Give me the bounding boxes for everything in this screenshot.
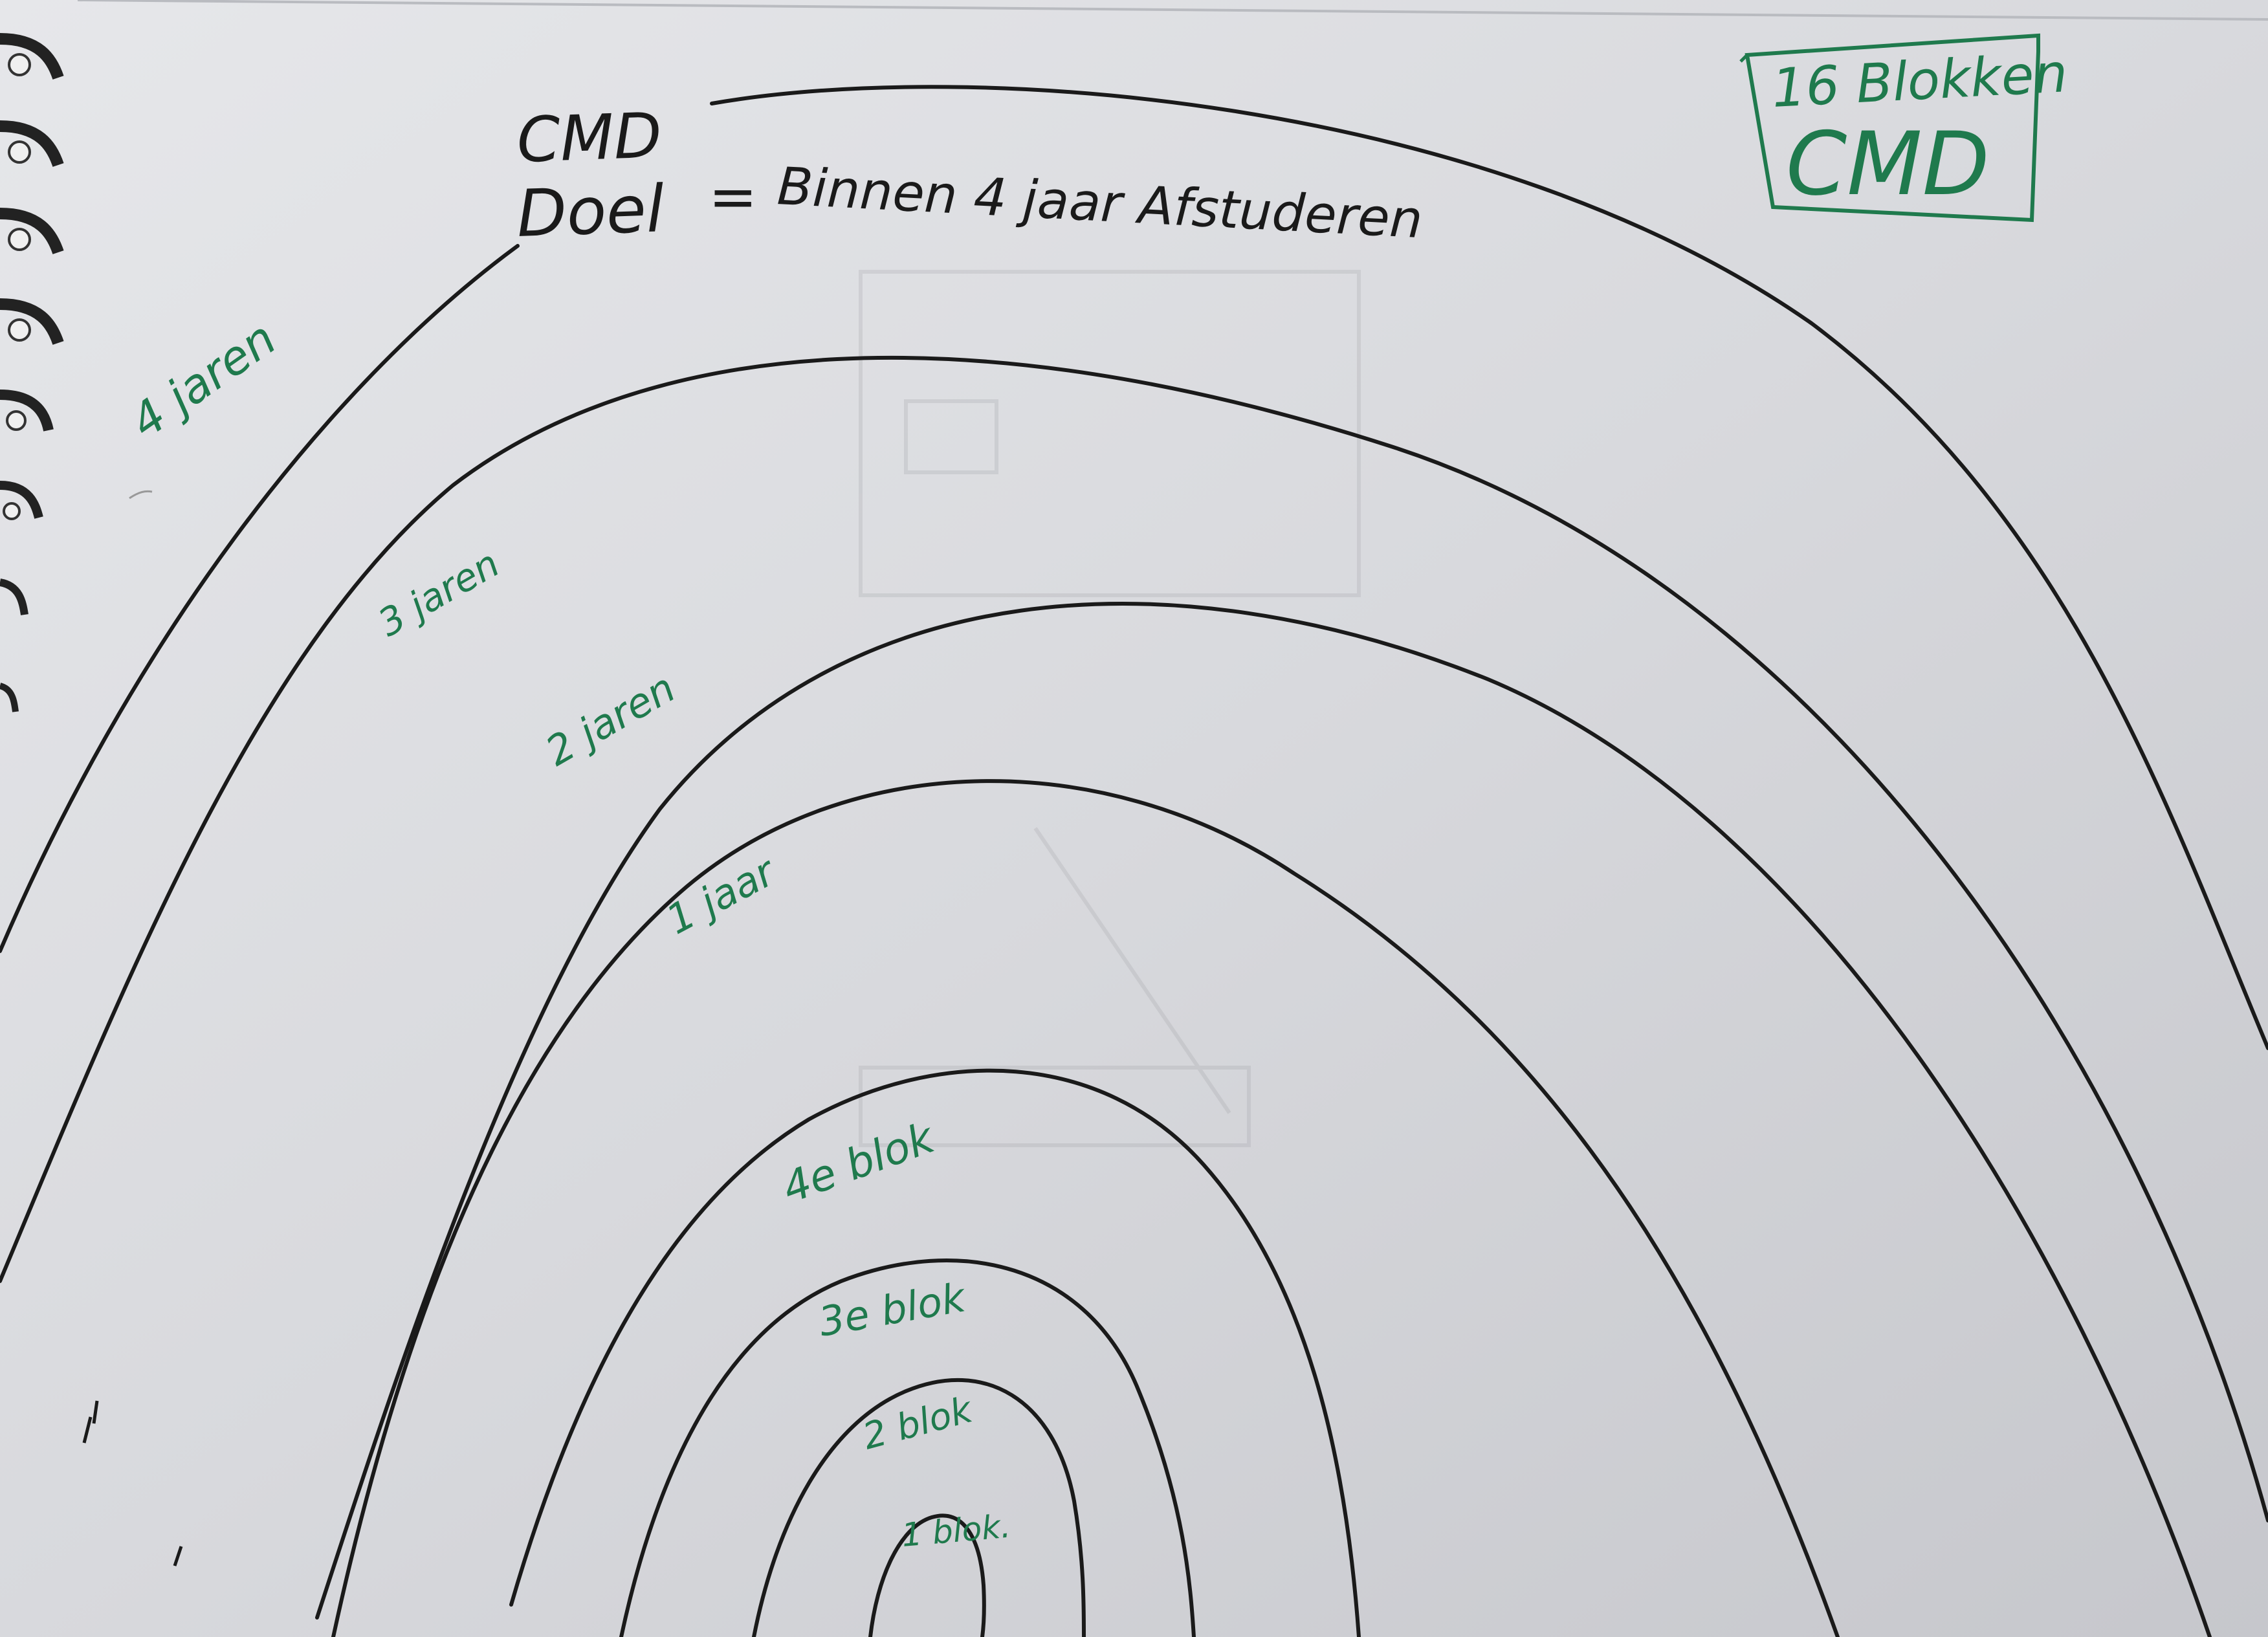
ring-1-jaar	[331, 779, 1840, 1637]
ring-3e-blok	[619, 1258, 1196, 1637]
spiral-binding	[0, 33, 64, 712]
spiral-ring	[0, 298, 64, 345]
spiral-ring	[0, 390, 54, 432]
goal-label: Doel	[516, 171, 666, 252]
ring-1-blok	[868, 1513, 986, 1637]
ring-4-jaren-left	[0, 244, 520, 953]
blocks-box: 16 Blokken CMD	[1739, 33, 2069, 223]
bleed-through	[859, 270, 1361, 1147]
box-outline	[1745, 33, 2040, 223]
spiral-ring	[0, 481, 43, 520]
goal-separator: =	[709, 163, 757, 231]
spiral-ring	[0, 33, 64, 80]
box-line-2: CMD	[1786, 113, 1990, 215]
spiral-ring	[0, 683, 19, 712]
ring-diagram	[0, 85, 2268, 1637]
ring-2-blok	[752, 1378, 1086, 1637]
paper-top-edge	[77, 0, 2268, 21]
program-title: CMD	[516, 99, 663, 177]
spiral-ring	[0, 578, 28, 615]
ring-3-jaren	[0, 355, 2268, 1522]
spiral-ring	[0, 208, 64, 254]
spiral-ring	[0, 120, 64, 167]
ring-4-jaren	[710, 85, 2268, 1050]
ring-2-jaren	[315, 602, 2212, 1637]
stray-marks	[82, 490, 183, 1566]
ring-4e-blok	[509, 1068, 1361, 1637]
